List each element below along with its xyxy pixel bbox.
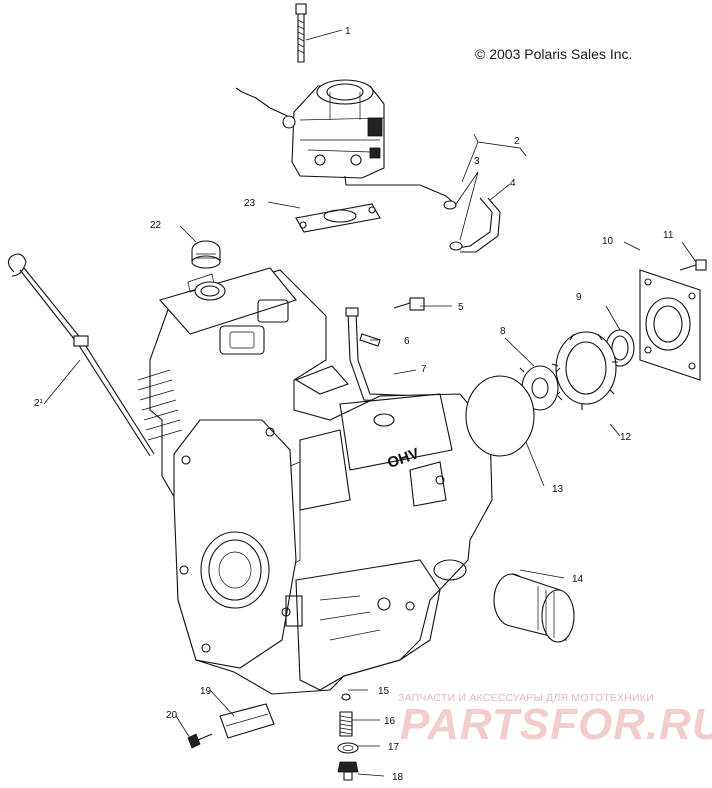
drain-parts: [337, 693, 359, 781]
pump-gasket-part: [465, 375, 535, 457]
callout-9: 9: [576, 292, 582, 303]
callout-16: 16: [384, 716, 396, 727]
bolt-5-part: [393, 297, 425, 311]
callout-21: 2¹: [34, 398, 44, 409]
watermark-logo: PARTSFOR.RU: [400, 700, 712, 749]
carburetor-part: [235, 79, 385, 179]
callout-19: 19: [200, 686, 212, 697]
callout-labels: 1 2 3 4 5 6 7 8 9 10 11 12 13 14 15 16 1…: [34, 26, 674, 783]
bolt-11-part: [679, 259, 707, 271]
callout-4: 4: [510, 178, 516, 189]
leader-lines: [43, 29, 697, 777]
callout-23: 23: [244, 198, 256, 209]
callout-5: 5: [458, 302, 464, 313]
vent-hose-part: [344, 175, 501, 253]
watermark-caption: ЗАПЧАСТИ И АКСЕССУАРЫ ДЛЯ МОТОТЕХНИКИ: [398, 692, 654, 704]
callout-8: 8: [500, 326, 506, 337]
oil-filter-part: [493, 573, 575, 643]
callout-10: 10: [602, 236, 614, 247]
callout-15: 15: [378, 686, 390, 697]
bolt-20-part: [187, 733, 213, 749]
oil-screen-part: [219, 703, 275, 739]
callout-2: 2: [514, 136, 520, 147]
callout-1: 1: [345, 26, 351, 37]
callout-6: 6: [404, 336, 410, 347]
dipstick-part: [7, 253, 155, 457]
cover-plate-part: [639, 269, 701, 381]
callout-12: 12: [620, 432, 632, 443]
callout-17: 17: [388, 742, 400, 753]
callout-14: 14: [572, 574, 584, 585]
engine-crankcase: [137, 267, 493, 695]
callout-7: 7: [421, 364, 427, 375]
callout-18: 18: [392, 772, 404, 783]
rotor-gear-part: [551, 331, 618, 410]
copyright-notice: © 2003 Polaris Sales Inc.: [475, 46, 633, 62]
oil-fill-cap-part: [191, 240, 221, 269]
callout-22: 22: [150, 220, 162, 231]
callout-13: 13: [552, 484, 564, 495]
bolt-part: [295, 3, 307, 63]
callout-11: 11: [663, 230, 674, 241]
callout-20: 20: [166, 710, 178, 721]
carburetor-gasket-part: [295, 203, 381, 233]
callout-3: 3: [474, 156, 480, 167]
